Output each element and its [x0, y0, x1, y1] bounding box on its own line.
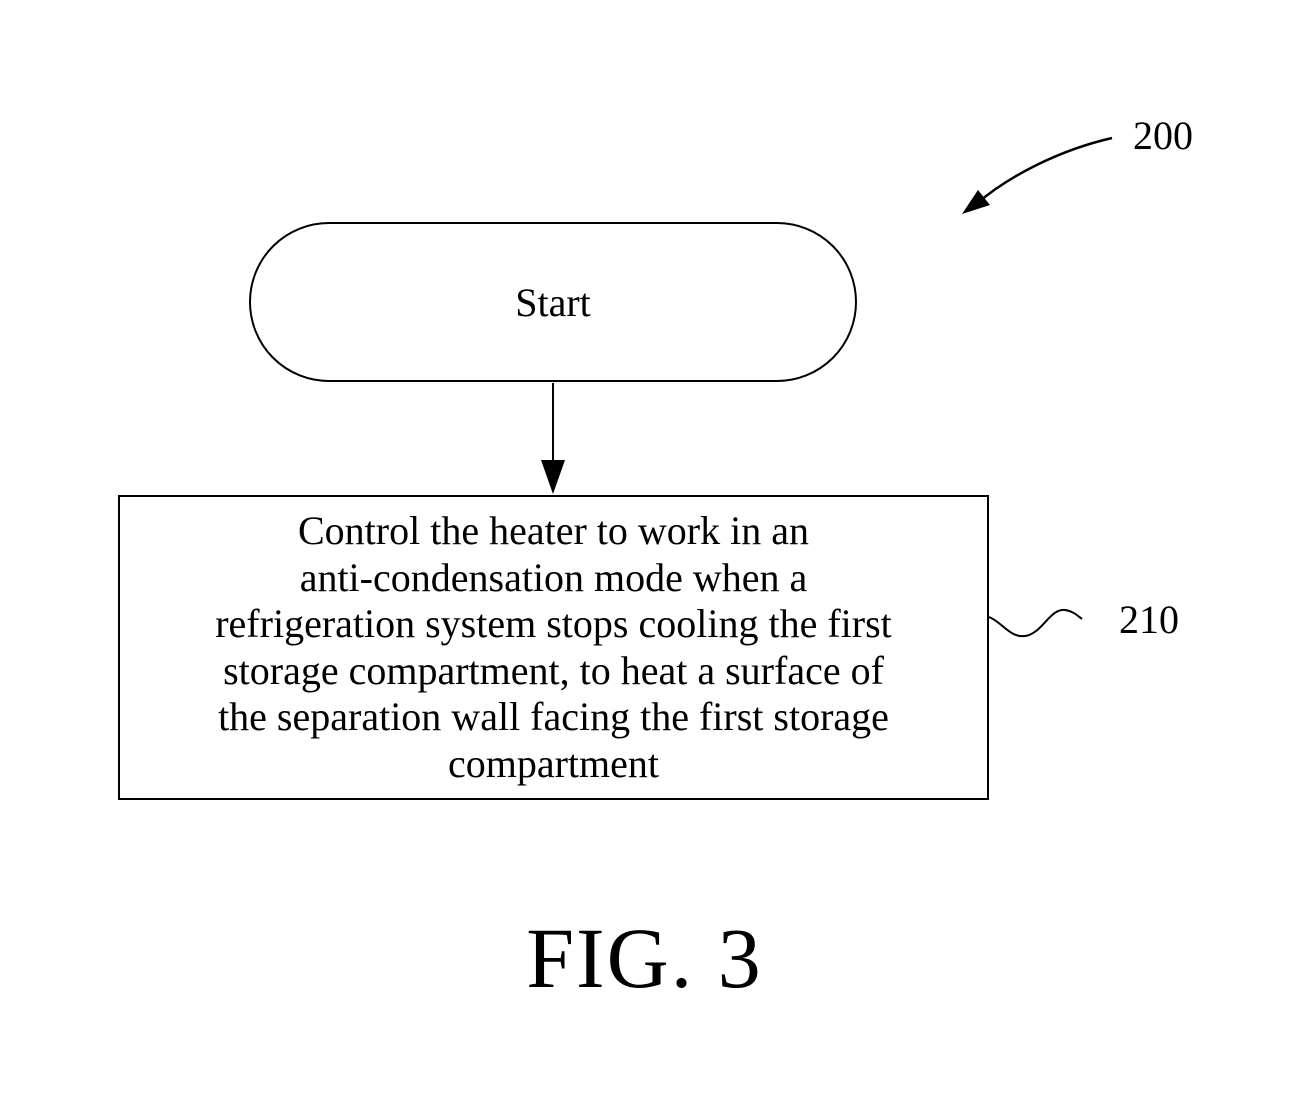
figure-label: FIG. 3	[526, 910, 763, 1006]
start-label: Start	[515, 279, 591, 325]
step-210-text-line: the separation wall facing the first sto…	[218, 694, 889, 739]
flow-arrowhead	[541, 460, 565, 494]
step-210-text-line: Control the heater to work in an	[298, 508, 809, 553]
step-210-text-line: compartment	[447, 740, 660, 786]
step-210-process-box: Control the heater to work in an anti-co…	[118, 495, 989, 800]
step-210-text-line: anti-condensation mode when a	[299, 554, 808, 600]
step-210-text-line: refrigeration system stops cooling the f…	[215, 601, 892, 646]
start-terminator: Start	[249, 222, 857, 382]
step-210-leader-squiggle	[988, 608, 1083, 638]
figure-leader-arrowhead	[962, 190, 990, 214]
step-210-text-line: storage compartment, to heat a surface o…	[223, 647, 884, 693]
figure-leader-arrow	[974, 136, 1113, 206]
step-210-reference-numeral: 210	[1119, 597, 1179, 642]
figure-reference-numeral: 200	[1133, 113, 1193, 158]
